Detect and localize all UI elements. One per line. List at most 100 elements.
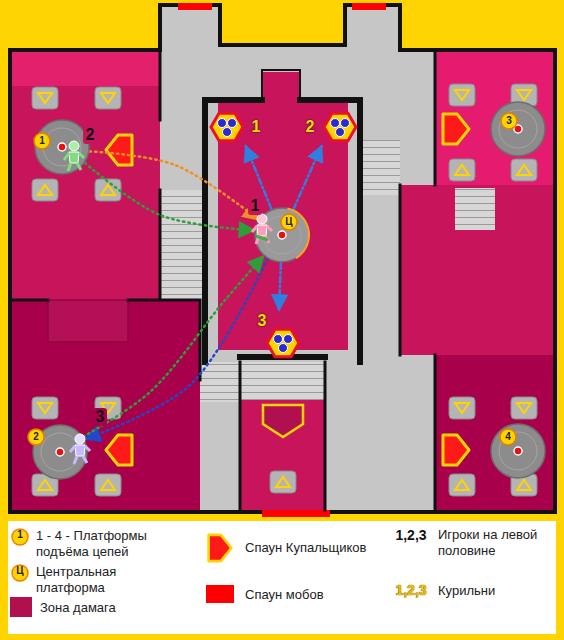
lift-arrow-icon [32, 179, 58, 201]
burner-dot [336, 128, 345, 137]
damage-zone [12, 52, 553, 510]
lift-arrow-icon [32, 397, 58, 419]
legend-sample-number: 1,2,3 [390, 582, 432, 598]
platform-center-dot [514, 447, 522, 455]
legend-item: Центральная платформа [36, 564, 156, 596]
platform-marker [34, 133, 50, 149]
lift-arrow-icon [263, 405, 303, 437]
lift-arrow-icon [95, 179, 121, 201]
mob-spawn [178, 3, 212, 10]
player-number: 2 [83, 126, 97, 144]
bather-spawn [106, 114, 469, 465]
label-holder: Ц [12, 565, 28, 577]
stairs [240, 362, 325, 400]
platform-center-dot [56, 448, 64, 456]
platform-marker [500, 429, 516, 445]
legend-text: Центральная платформа [36, 564, 156, 596]
legend-text: Спаун мобов [245, 587, 385, 603]
route-arrow [90, 151, 259, 219]
damage-zone [218, 72, 348, 350]
lift-arrow-icon [270, 471, 296, 493]
route-arrow [279, 263, 281, 310]
platform-ring [43, 128, 81, 166]
player-figure [256, 236, 268, 240]
legend-item: Спаун Купальщиков [245, 540, 395, 556]
legend-text: Спаун Купальщиков [245, 540, 395, 556]
platform-ring [41, 433, 79, 471]
legend-item: Игроки на левой половине [438, 527, 553, 559]
legend-text: Курильни [438, 583, 548, 599]
incense-burner: 3 [252, 310, 304, 362]
stairs [200, 362, 240, 402]
wall [12, 50, 435, 510]
burner-number: 3 [254, 311, 270, 331]
legend-sample-number: 1,2,3 [390, 527, 432, 543]
bather-spawn [106, 135, 132, 165]
player-number: 3 [93, 408, 107, 426]
lift-arrow-icon [511, 397, 537, 419]
platform-disk [491, 424, 545, 478]
platform-ring [499, 110, 537, 148]
platform-circle: 1 [34, 119, 90, 175]
bather-spawn [106, 435, 132, 465]
label-holder: 1,2,3 [390, 582, 432, 598]
player-figure [69, 152, 79, 163]
platform-shape [490, 101, 546, 157]
platform-circle: 3 [490, 101, 546, 157]
damage-zone [12, 300, 200, 510]
label-holder: 1 [12, 529, 28, 541]
legend-text: 1 - 4 - Платформы подъёма цепей [36, 528, 186, 560]
damage-zone [240, 400, 325, 510]
lift-arrow-icon [449, 84, 475, 106]
player-number: 1 [248, 197, 262, 215]
lift-arrow-icon [32, 84, 537, 496]
platform-center-dot [278, 231, 286, 239]
platform-marker [281, 214, 297, 230]
mob-spawn [262, 510, 330, 517]
wall [205, 100, 360, 362]
legend-swatch [10, 597, 32, 617]
stairs [455, 188, 495, 230]
legend-text: Зона дамага [40, 600, 180, 616]
burner-dot [284, 335, 293, 344]
player-figure [257, 214, 267, 224]
lift-arrow-icon [511, 159, 537, 181]
damage-zone [48, 300, 128, 342]
burner-dot [331, 119, 340, 128]
platform-marker [28, 429, 44, 445]
label-holder: 3 [93, 408, 107, 426]
player-figure [64, 141, 84, 171]
burner-dot [228, 119, 237, 128]
legend-sample-number: 1 [12, 529, 28, 541]
burner-dot [218, 119, 227, 128]
legend-panel [209, 535, 232, 561]
burner-shape [324, 113, 356, 141]
stairs [360, 140, 400, 195]
legend-text: Игроки на левой половине [438, 527, 553, 559]
platform-disk [491, 102, 545, 156]
player-figure [75, 445, 85, 456]
burner-number: 1 [248, 117, 264, 137]
legend-panel [12, 529, 28, 545]
burner-number: 2 [302, 117, 318, 137]
floor [10, 5, 555, 512]
route-arrow [85, 259, 267, 439]
damage-zone [435, 355, 553, 510]
legend-sample-number: Ц [12, 565, 28, 577]
lift-arrow-icon [449, 397, 475, 419]
label-holder: 2 [83, 126, 97, 144]
burner-shape [211, 113, 243, 141]
player-figure [252, 226, 272, 244]
burner-dot [223, 128, 232, 137]
wall [12, 50, 200, 380]
player-figure [257, 225, 267, 236]
legend-item: 1 - 4 - Платформы подъёма цепей [36, 528, 186, 560]
platform-number: 4 [500, 429, 516, 445]
burner-dot [274, 335, 283, 344]
stairs [160, 190, 205, 300]
player-figure [64, 153, 84, 171]
lift-arrow-icon [449, 159, 475, 181]
platform-number: 3 [501, 113, 517, 129]
damage-zone [12, 52, 160, 300]
legend-item: Зона дамага [40, 600, 180, 616]
